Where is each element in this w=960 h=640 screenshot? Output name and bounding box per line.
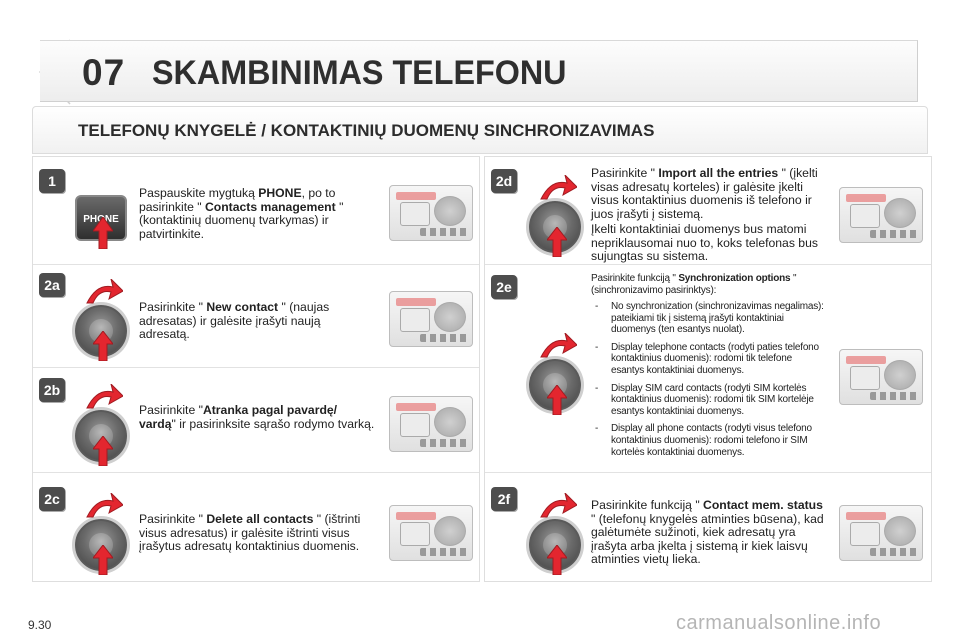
radio-unit-icon bbox=[839, 187, 923, 243]
step-2f-panel: 2f Pasirinkite funkciją " Contact mem. s… bbox=[485, 473, 931, 581]
page-number: 9.30 bbox=[28, 618, 52, 632]
list-item: Display SIM card contacts (rodyti SIM ko… bbox=[591, 383, 827, 418]
step-2b-text: Pasirinkite "Atranka pagal pavardę/ vard… bbox=[139, 403, 375, 431]
step-2d-text: Pasirinkite " Import all the entries " (… bbox=[591, 166, 818, 221]
step-2d-panel: 2d Pasirinkite " Import all the entries … bbox=[485, 157, 931, 265]
chapter-number: 07 bbox=[82, 52, 126, 93]
step-2f-text: Pasirinkite funkciją " Contact mem. stat… bbox=[591, 498, 824, 566]
rotate-arrow-icon bbox=[86, 279, 123, 304]
step-badge: 2d bbox=[491, 169, 517, 193]
right-column: 2d Pasirinkite " Import all the entries … bbox=[484, 156, 932, 582]
red-arrow-icon bbox=[93, 331, 113, 361]
red-arrow-icon bbox=[93, 217, 113, 249]
list-item: Display all phone contacts (rodyti visus… bbox=[591, 423, 827, 458]
step-badge: 2c bbox=[39, 487, 65, 511]
radio-unit-icon bbox=[839, 505, 923, 561]
red-arrow-icon bbox=[93, 545, 113, 575]
sync-options-list: No synchronization (sinchronizavimas neg… bbox=[591, 301, 827, 464]
radio-unit-icon bbox=[389, 185, 473, 241]
page-header: 07 SKAMBINIMAS TELEFONU bbox=[0, 0, 960, 105]
step-2e-panel: 2e Pasirinkite funkciją " Synchronizatio… bbox=[485, 265, 931, 473]
step-badge: 1 bbox=[39, 169, 65, 193]
rotate-arrow-icon bbox=[540, 493, 577, 518]
step-badge: 2f bbox=[491, 487, 517, 511]
rotate-arrow-icon bbox=[86, 493, 123, 518]
step-2b-panel: 2b Pasirinkite "Atranka pagal pavardę/ v… bbox=[33, 368, 479, 473]
list-item: Display telephone contacts (rodyti patie… bbox=[591, 342, 827, 377]
step-badge: 2b bbox=[39, 378, 65, 402]
rotate-arrow-icon bbox=[540, 333, 577, 358]
radio-unit-icon bbox=[389, 291, 473, 347]
red-arrow-icon bbox=[93, 436, 113, 466]
step-1-panel: 1 PHONE Paspauskite mygtuką PHONE, po to… bbox=[33, 157, 479, 265]
rotate-arrow-icon bbox=[540, 175, 577, 200]
radio-unit-icon bbox=[389, 505, 473, 561]
step-2d-note: Įkelti kontaktiniai duomenys bus matomi … bbox=[591, 222, 818, 263]
radio-unit-icon bbox=[839, 349, 923, 405]
chapter-title: SKAMBINIMAS TELEFONU bbox=[152, 54, 567, 92]
step-2c-panel: 2c Pasirinkite " Delete all contacts " (… bbox=[33, 473, 479, 581]
step-2c-text: Pasirinkite " Delete all contacts " (išt… bbox=[139, 512, 361, 553]
watermark[interactable]: carmanualsonline.info bbox=[676, 612, 882, 634]
left-column: 1 PHONE Paspauskite mygtuką PHONE, po to… bbox=[32, 156, 480, 582]
red-arrow-icon bbox=[547, 227, 567, 257]
step-2a-text: Pasirinkite " New contact " (naujas adre… bbox=[139, 300, 330, 341]
radio-unit-icon bbox=[389, 396, 473, 452]
red-arrow-icon bbox=[547, 385, 567, 415]
step-badge: 2e bbox=[491, 275, 517, 299]
step-1-text: Paspauskite mygtuką PHONE, po to pasirin… bbox=[139, 186, 344, 241]
red-arrow-icon bbox=[547, 545, 567, 575]
subtitle-box bbox=[32, 106, 928, 154]
list-item: No synchronization (sinchronizavimas neg… bbox=[591, 301, 827, 336]
section-subtitle: TELEFONŲ KNYGELĖ / KONTAKTINIŲ DUOMENŲ S… bbox=[78, 121, 655, 140]
step-badge: 2a bbox=[39, 273, 65, 297]
step-2a-panel: 2a Pasirinkite " New contact " (naujas a… bbox=[33, 265, 479, 368]
rotate-arrow-icon bbox=[86, 384, 123, 409]
header-bar bbox=[40, 40, 918, 102]
step-2e-text: Pasirinkite funkciją " Synchronization o… bbox=[591, 273, 797, 296]
